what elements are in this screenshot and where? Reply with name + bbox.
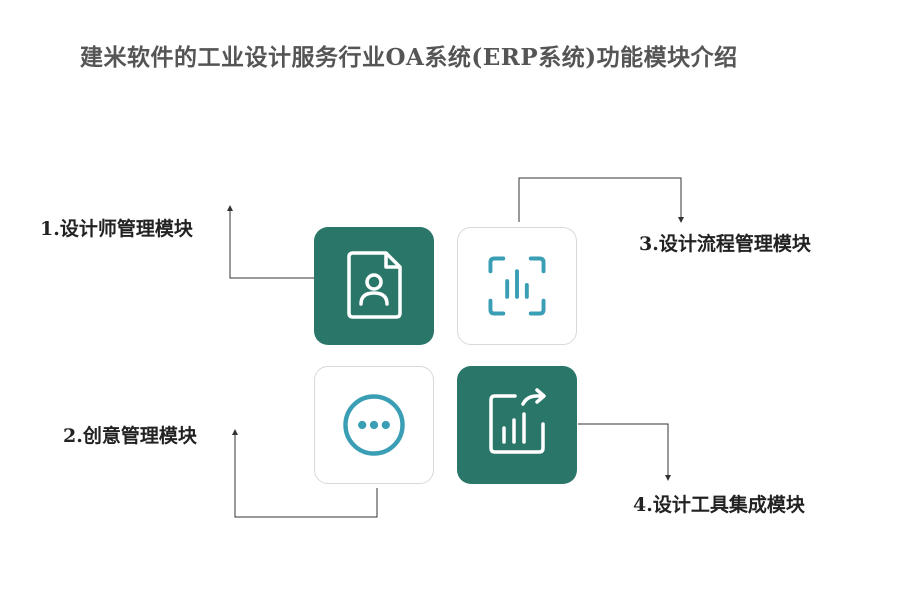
document-user-icon <box>347 251 402 319</box>
chart-export-icon <box>489 388 546 454</box>
module-tile-design-process[interactable] <box>457 227 577 345</box>
module-label-designer: 1.设计师管理模块 <box>40 218 193 240</box>
page-title: 建米软件的工业设计服务行业OA系统(ERP系统)功能模块介绍 <box>80 44 738 71</box>
connector-module-2 <box>232 429 378 518</box>
module-label-design-process: 3.设计流程管理模块 <box>639 233 811 255</box>
connector-module-3 <box>518 177 684 223</box>
module-label-creative: 2.创意管理模块 <box>63 425 197 447</box>
module-tile-creative[interactable] <box>314 366 434 484</box>
connector-module-1 <box>227 205 314 279</box>
more-dots-icon <box>343 394 405 456</box>
module-tile-designer[interactable] <box>314 227 434 345</box>
module-tile-tool-integration[interactable] <box>457 366 577 484</box>
scan-chart-icon <box>488 256 546 316</box>
module-label-tool-integration: 4.设计工具集成模块 <box>633 494 805 516</box>
connector-module-4 <box>578 423 671 481</box>
